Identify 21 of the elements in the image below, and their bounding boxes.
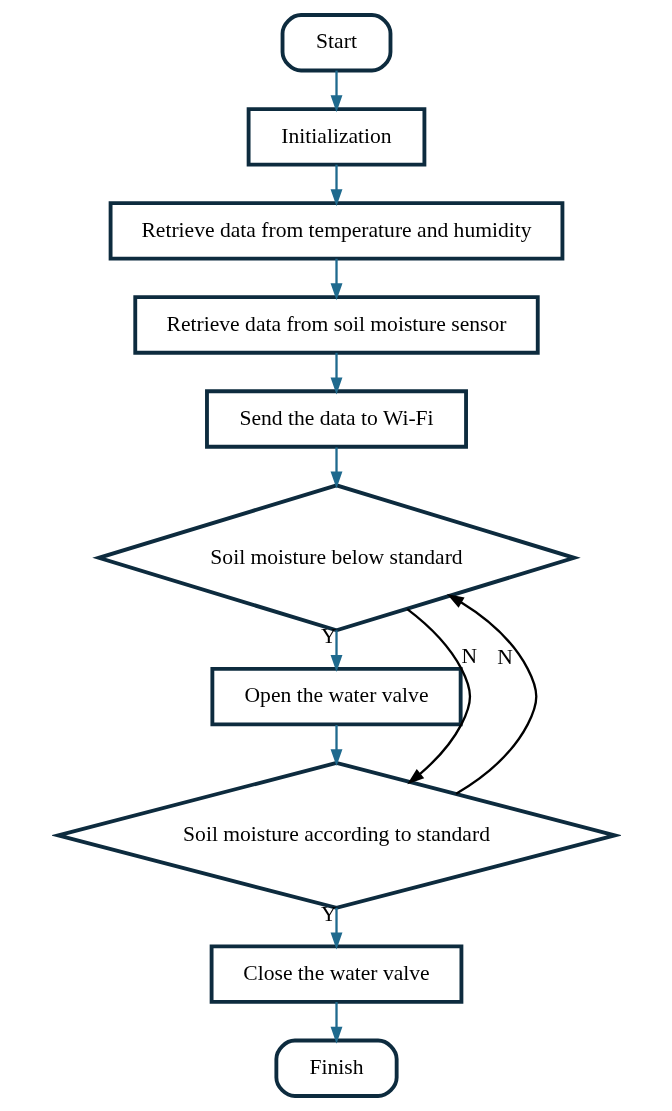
edge-label: N [460,644,477,669]
node-box: Initialization [246,107,426,167]
arrow [330,907,342,950]
node-box: Start [280,13,392,73]
node-box: Retrieve data from temperature and humidity [108,201,564,261]
arrow [330,258,342,301]
arrow [330,724,342,767]
arrow [330,352,342,395]
node-box: Open the water valve [209,666,463,727]
arrow [330,164,342,207]
arrow [330,447,342,489]
arrow [406,608,471,785]
arrow [330,630,342,672]
edge-label: N [496,644,513,669]
arrow [330,70,342,113]
node-box: Finish [273,1038,399,1098]
arrow [446,594,537,795]
node-box: Close the water valve [209,944,463,1004]
node-box: Send the data to Wi-Fi [204,389,468,449]
arrow [330,1002,342,1044]
node-box: Retrieve data from soil moisture sensor [132,295,540,355]
